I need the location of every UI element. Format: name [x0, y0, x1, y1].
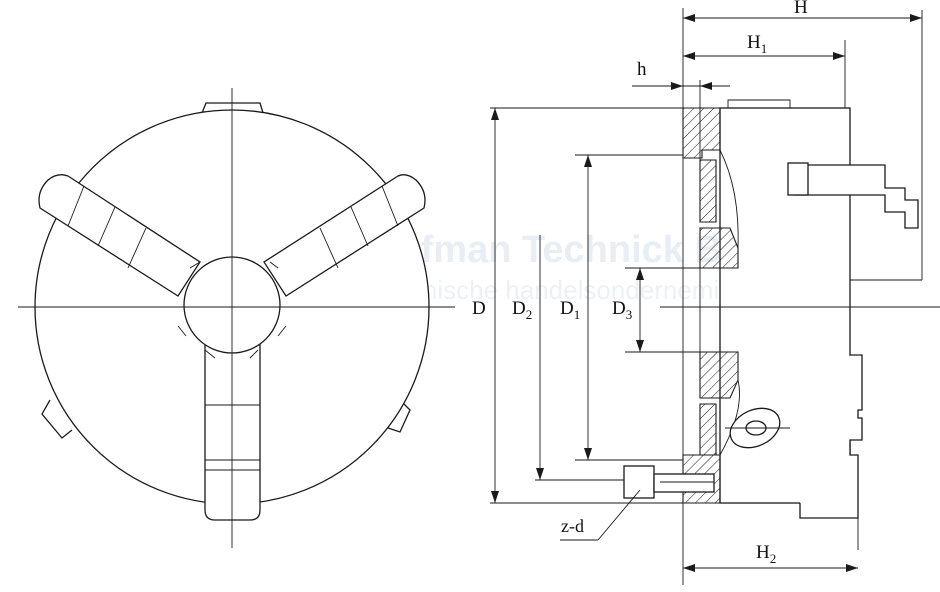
label-H1: H1: [747, 32, 767, 56]
label-H: H: [794, 0, 808, 18]
front-left-lug: [41, 399, 73, 439]
side-view: [623, 99, 940, 519]
label-h: h: [637, 59, 647, 80]
side-key: [794, 164, 919, 229]
label-H2: H2: [756, 542, 776, 566]
pin-hole: [725, 407, 790, 449]
label-D2: D2: [512, 298, 532, 322]
jaw-lower: [204, 344, 261, 521]
section-hatch-upper: [682, 107, 721, 159]
section-hatch-lower: [699, 351, 739, 399]
label-D1: D1: [560, 298, 580, 322]
jaw-upper-right: [263, 174, 426, 297]
front-view: [18, 88, 455, 548]
watermark-company: Hofman Technick B.V.: [370, 229, 765, 271]
watermark-tagline: Technische handelsonderneming: [368, 275, 748, 305]
label-D3: D3: [612, 298, 632, 322]
jaw-upper-left: [38, 174, 201, 297]
dimension-lines: [490, 8, 923, 585]
mounting-screw: [623, 465, 715, 499]
dimension-labels: H H1 h D D2 D1 D3 z-d H2: [472, 0, 808, 566]
label-zd: z-d: [561, 516, 584, 536]
dim-zd-leader: [597, 489, 641, 541]
label-D: D: [472, 298, 486, 319]
